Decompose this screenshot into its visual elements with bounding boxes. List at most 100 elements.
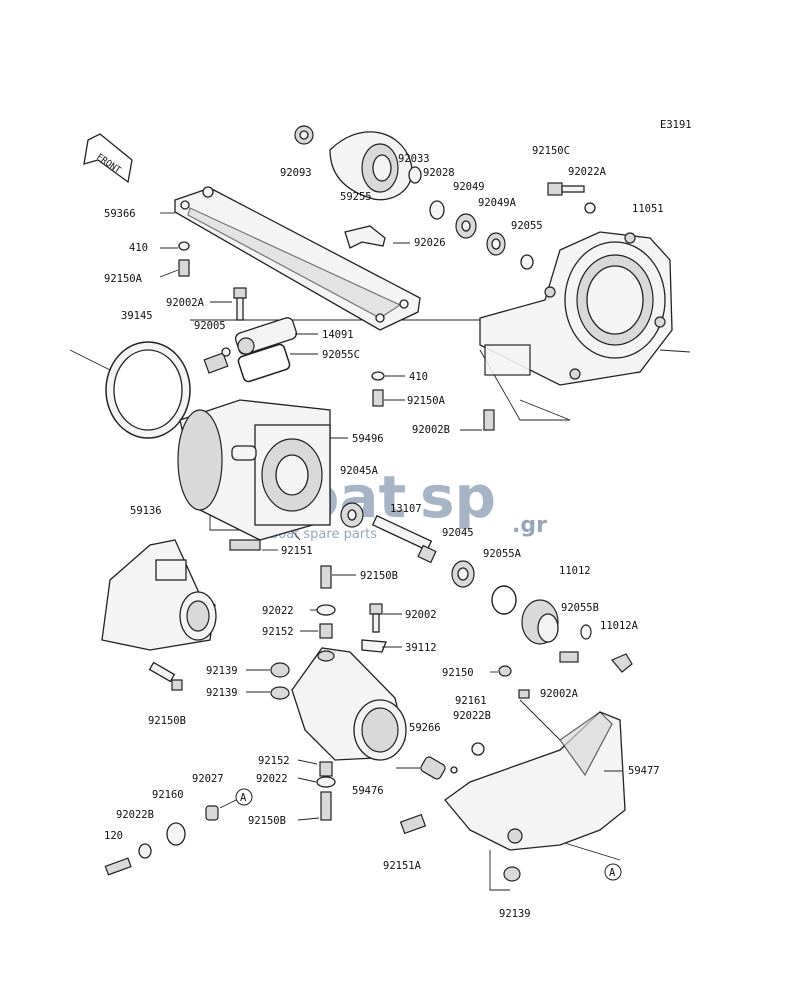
cap-11012a xyxy=(611,653,633,673)
label-92150b-1: 92150B xyxy=(360,570,398,582)
washer-92022b-1 xyxy=(471,742,485,756)
label-14091: 14091 xyxy=(322,329,354,341)
label-92139-2: 92139 xyxy=(206,687,238,699)
impeller xyxy=(329,131,413,201)
label-11012a: 11012A xyxy=(600,620,639,632)
bolt-92151a xyxy=(399,813,427,835)
label-410-b: 410 xyxy=(409,371,428,383)
svg-text:A: A xyxy=(240,792,247,804)
bearing-92045 xyxy=(451,560,475,588)
front-arrow-icon: FRONT xyxy=(83,133,133,184)
label-92150a-2: 92150A xyxy=(407,395,446,407)
label-92049a: 92049A xyxy=(478,197,517,209)
washer-410-b xyxy=(371,371,385,381)
label-92150: 92150 xyxy=(442,667,474,679)
label-59255: 59255 xyxy=(340,191,372,203)
bolt-92150b-3 xyxy=(320,791,332,821)
reverse-bucket-59477 xyxy=(444,711,626,851)
label-92150b-2: 92150B xyxy=(148,715,186,727)
label-92022a: 92022A xyxy=(568,166,607,178)
oring-92055c xyxy=(237,343,291,383)
zerk-92005 xyxy=(203,347,231,374)
label-92055: 92055 xyxy=(511,220,543,232)
label-92139-3: 92139 xyxy=(499,908,531,920)
shaft-13107 xyxy=(371,514,437,564)
label-92022b-2: 92022B xyxy=(116,809,154,821)
label-92160: 92160 xyxy=(152,789,184,801)
label-92055b: 92055B xyxy=(561,602,599,614)
bolt-92161 xyxy=(518,689,530,699)
label-92027: 92027 xyxy=(192,773,224,785)
shim-92026 xyxy=(344,225,386,249)
washer-92022-1 xyxy=(316,604,336,616)
svg-text:A: A xyxy=(609,867,616,879)
label-92033: 92033 xyxy=(398,153,430,165)
label-92002a-2: 92002A xyxy=(540,688,579,700)
label-92002b: 92002B xyxy=(412,424,450,436)
part-labels: 92093 92033 92028 92049 92049A 92055 921… xyxy=(104,145,664,920)
bolt-92002b xyxy=(483,409,495,431)
label-92139-1: 92139 xyxy=(206,665,238,677)
bushing-92139-3 xyxy=(503,866,521,882)
label-92150b-3: 92150B xyxy=(248,815,286,827)
label-59266: 59266 xyxy=(409,722,441,734)
label-39145: 39145 xyxy=(121,310,153,322)
label-92026: 92026 xyxy=(414,237,446,249)
bolt-120 xyxy=(104,857,132,876)
spacer-92160 xyxy=(166,822,186,846)
label-92152-2: 92152 xyxy=(258,755,290,767)
bushing-92139-1 xyxy=(270,662,290,678)
label-92022-2: 92022 xyxy=(256,773,288,785)
label-92028: 92028 xyxy=(423,167,455,179)
bolt-92002a xyxy=(233,287,247,321)
bolt-92150b-1 xyxy=(320,565,332,589)
label-92151a: 92151A xyxy=(383,860,422,872)
label-92055a: 92055A xyxy=(483,548,522,560)
label-59477: 59477 xyxy=(628,765,660,777)
label-59496: 59496 xyxy=(352,433,384,445)
pivot-59266 xyxy=(420,756,458,780)
watermark-tagline: boat spare parts xyxy=(270,527,377,542)
cap-11012 xyxy=(521,599,559,645)
label-92150c: 92150C xyxy=(532,145,570,157)
pump-body-59496 xyxy=(177,399,331,541)
bushing-92139-2 xyxy=(270,686,290,700)
bearing-set xyxy=(408,166,534,270)
label-410-a: 410 xyxy=(129,242,148,254)
label-92055c: 92055C xyxy=(322,349,360,361)
collar-92152-2 xyxy=(319,761,333,777)
label-92002: 92002 xyxy=(405,609,437,621)
watermark-domain: .gr xyxy=(512,513,547,538)
label-39112: 39112 xyxy=(405,642,437,654)
label-92152-1: 92152 xyxy=(262,626,294,638)
label-92161: 92161 xyxy=(455,695,487,707)
label-92005: 92005 xyxy=(194,320,226,332)
bolt-washer-410-a xyxy=(178,241,190,277)
collar-92027 xyxy=(205,805,219,821)
callout-a-left: A xyxy=(219,788,253,809)
diagram-code: E3191 xyxy=(660,119,692,131)
bolt-92002 xyxy=(369,603,383,633)
collar-92152-1 xyxy=(319,623,333,639)
bracket-39112 xyxy=(361,639,387,653)
label-92093: 92093 xyxy=(280,167,312,179)
label-leaders xyxy=(159,212,622,821)
label-59136: 59136 xyxy=(130,505,162,517)
cap-92093 xyxy=(294,125,314,145)
bolt-92150 xyxy=(498,665,512,677)
nozzle-59136 xyxy=(101,539,217,651)
label-11051: 11051 xyxy=(632,203,664,215)
pump-housing-11051 xyxy=(479,231,673,386)
label-92045: 92045 xyxy=(442,527,474,539)
label-92022-1: 92022 xyxy=(262,605,294,617)
label-59476: 59476 xyxy=(352,785,384,797)
label-59366: 59366 xyxy=(104,208,136,220)
cap-14091 xyxy=(234,317,298,355)
bolt-92151 xyxy=(229,539,261,551)
label-92045a: 92045A xyxy=(340,465,379,477)
label-13107: 13107 xyxy=(390,503,422,515)
label-92150a-1: 92150A xyxy=(104,273,143,285)
watermark-brand-b: sp xyxy=(420,463,496,531)
bolt-92002a-2 xyxy=(559,651,579,663)
